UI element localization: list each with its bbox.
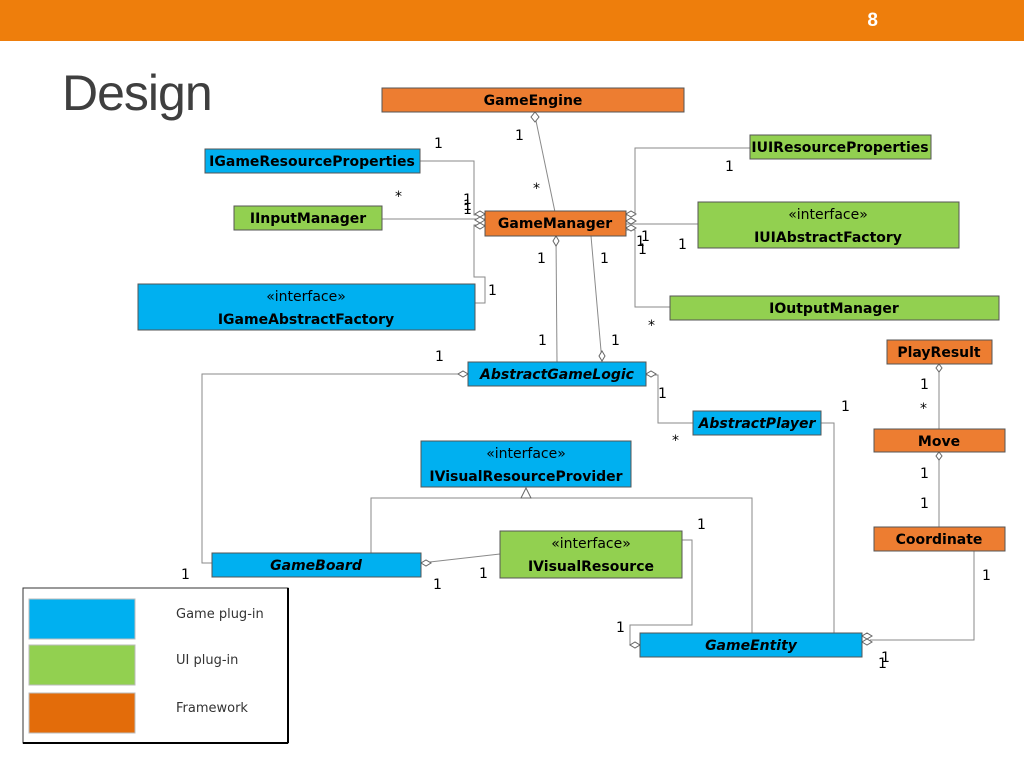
gamefactory-manager-link [473, 224, 486, 304]
legend-label-ui-plugin: UI plug-in [176, 653, 238, 668]
aggregation-diamonds [420, 111, 943, 649]
class-game-entity: GameEntity [639, 632, 863, 658]
class-iinput-manager: IInputManager [233, 205, 383, 231]
multiplicity-label: 1 [600, 251, 609, 267]
multiplicity-label: 1 [434, 136, 443, 152]
multiplicity-label: 1 [920, 466, 929, 482]
class-label: AbstractPlayer [698, 416, 817, 432]
multiplicity-label: 1 [697, 517, 706, 533]
class-coordinate: Coordinate [873, 526, 1006, 552]
provider-generalization-link [370, 497, 753, 633]
legend-swatch-ui-plugin [28, 644, 136, 686]
player-entity-link [821, 422, 862, 641]
multiplicity-label: 1 [616, 620, 625, 636]
legend-swatch-game-plugin [28, 598, 136, 640]
multiplicity-label: 1 [881, 650, 890, 666]
class-ivisual-resource: «interface» IVisualResource [499, 530, 683, 579]
multiplicity-label: * [920, 401, 927, 417]
multiplicity-label: 1 [488, 283, 497, 299]
multiplicity-label: 1 [479, 566, 488, 582]
stereotype-label: «interface» [486, 446, 566, 462]
multiplicity-label: 1 [433, 577, 442, 593]
stereotype-label: «interface» [266, 289, 346, 305]
class-move: Move [873, 428, 1006, 453]
class-label: Move [918, 434, 960, 450]
class-label: GameBoard [270, 558, 363, 574]
multiplicity-label: 1 [878, 656, 887, 672]
stereotype-label: «interface» [551, 536, 631, 552]
manager-logic-link [555, 236, 558, 363]
legend-label-framework: Framework [176, 701, 248, 716]
multiplicity-label: 1 [982, 568, 991, 584]
class-iui-resource-properties: IUIResourceProperties [749, 134, 932, 160]
multiplicity-label: 1 [725, 159, 734, 175]
multiplicity-label: 1 [678, 237, 687, 253]
multiplicity-label: 1 [641, 229, 650, 245]
class-label: IInputManager [250, 211, 366, 227]
class-game-engine: GameEngine [381, 87, 685, 113]
class-label: IGameResourceProperties [209, 154, 415, 170]
class-igame-resource-properties: IGameResourceProperties [204, 148, 421, 174]
legend-swatch-framework [28, 692, 136, 734]
multiplicity-labels: 1 1 * 1 * 1 1 1 1 1 1 1 1 1 * 1 1 1 1 1 … [181, 128, 991, 672]
multiplicity-label: * [648, 318, 655, 334]
multiplicity-label: * [533, 181, 540, 197]
slide-title: Design [62, 65, 213, 121]
class-label: IVisualResource [528, 559, 654, 575]
multiplicity-label: * [395, 189, 402, 205]
multiplicity-label: 1 [537, 251, 546, 267]
coordinate-entity-link [870, 551, 975, 641]
class-label: PlayResult [897, 345, 981, 361]
class-game-board: GameBoard [211, 552, 422, 578]
multiplicity-label: 1 [181, 567, 190, 583]
class-abstract-game-logic: AbstractGameLogic [467, 361, 647, 387]
class-label: IOutputManager [769, 301, 899, 317]
class-label: GameEngine [484, 93, 583, 109]
engine-manager-link [534, 115, 556, 213]
multiplicity-label: 1 [920, 377, 929, 393]
page-number: 8 [867, 10, 878, 31]
class-ioutput-manager: IOutputManager [669, 295, 1000, 321]
multiplicity-label: * [672, 433, 679, 449]
header-bar [0, 0, 1024, 41]
multiplicity-label: 1 [538, 333, 547, 349]
logic-player-link [646, 374, 693, 424]
class-label: GameEntity [705, 638, 798, 654]
class-ivisual-resource-provider: «interface» IVisualResourceProvider [420, 440, 632, 488]
class-play-result: PlayResult [886, 339, 993, 365]
logic-board-link [201, 373, 468, 564]
multiplicity-label: 1 [463, 192, 472, 208]
multiplicity-label: 1 [920, 496, 929, 512]
multiplicity-label: 1 [658, 386, 667, 402]
multiplicity-label: 1 [841, 399, 850, 415]
class-label: IVisualResourceProvider [429, 469, 622, 485]
class-label: IGameAbstractFactory [218, 312, 394, 328]
board-visualresource-link [420, 553, 501, 564]
multiplicity-label: 1 [463, 198, 472, 214]
legend-label-game-plugin: Game plug-in [176, 607, 264, 622]
multiplicity-label: 1 [463, 202, 472, 218]
manager-logic-link-2 [590, 235, 603, 363]
legend: Game plug-in UI plug-in Framework [22, 587, 289, 744]
multiplicity-label: 1 [611, 333, 620, 349]
multiplicity-label: 1 [515, 128, 524, 144]
class-label: AbstractGameLogic [479, 367, 635, 383]
multiplicity-label: 1 [435, 349, 444, 365]
stereotype-label: «interface» [788, 207, 868, 223]
class-label: GameManager [498, 216, 612, 232]
class-igame-abstract-factory: «interface» IGameAbstractFactory [137, 283, 476, 331]
generalization-arrowhead [520, 486, 532, 499]
class-iui-abstract-factory: «interface» IUIAbstractFactory [697, 201, 960, 249]
class-label: IUIAbstractFactory [754, 230, 902, 246]
class-abstract-player: AbstractPlayer [692, 410, 822, 436]
class-game-manager: GameManager [484, 210, 627, 237]
class-label: IUIResourceProperties [751, 140, 928, 156]
resprops-manager-link [420, 160, 485, 216]
multiplicity-label: 1 [636, 234, 645, 250]
class-label: Coordinate [896, 532, 983, 548]
multiplicity-label: 1 [638, 242, 647, 258]
